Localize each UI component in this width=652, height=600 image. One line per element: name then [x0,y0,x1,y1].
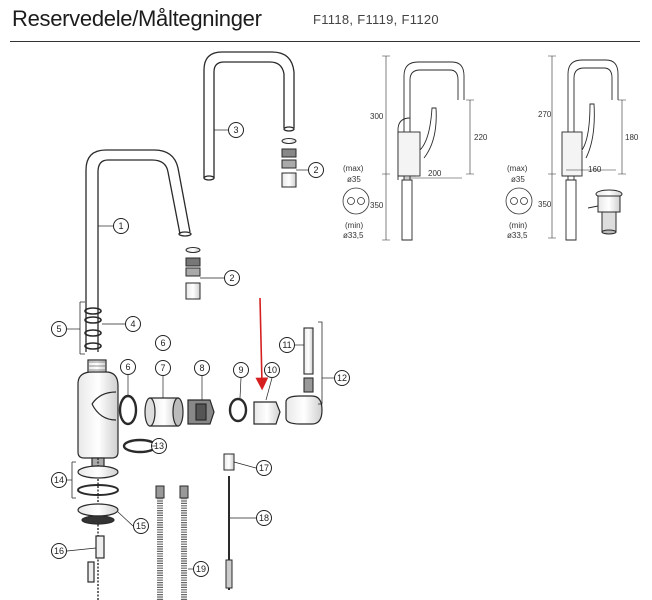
page-header: Reservedele/Måltegninger F1118, F1119, F… [0,0,652,44]
flexible-hoses [155,485,189,600]
svg-text:8: 8 [199,363,204,373]
cartridge-parts [118,394,323,427]
red-indicator-arrow [255,297,269,391]
svg-text:350: 350 [538,200,552,209]
svg-text:(min): (min) [509,221,528,230]
svg-text:350: 350 [370,201,384,210]
header-divider [10,41,640,42]
svg-text:11: 11 [282,340,291,350]
svg-text:15: 15 [136,521,146,531]
leader-lines [66,129,334,570]
hole-diagram-left [342,187,370,215]
model-numbers: F1118, F1119, F1120 [313,12,439,27]
svg-text:10: 10 [267,365,277,375]
aerator-upper [281,138,297,188]
svg-text:17: 17 [259,463,269,473]
drain-valve [587,189,623,235]
svg-text:ø33,5: ø33,5 [507,231,528,240]
svg-text:(max): (max) [343,164,364,173]
svg-text:200: 200 [428,169,442,178]
svg-text:ø33,5: ø33,5 [343,231,364,240]
svg-text:19: 19 [196,564,206,574]
handle-lever [303,321,323,405]
hole-diagram-right [505,187,533,215]
aerator-lower [185,247,201,300]
spout-large [203,51,295,181]
svg-text:ø35: ø35 [347,175,361,184]
dimension-drawing-left [382,55,474,241]
callout-labels: 1 2 3 2 4 5 6 6 7 8 9 10 11 12 13 14 15 … [51,122,350,577]
svg-text:5: 5 [56,324,61,334]
svg-text:ø35: ø35 [511,175,525,184]
svg-text:9: 9 [238,365,243,375]
svg-text:180: 180 [625,133,639,142]
svg-text:(min): (min) [345,221,364,230]
svg-text:7: 7 [160,363,165,373]
svg-text:220: 220 [474,133,488,142]
tap-body [77,359,119,473]
svg-text:270: 270 [538,110,552,119]
pop-up-rod [223,453,235,590]
svg-text:3: 3 [233,125,238,135]
spout-main [85,149,192,352]
svg-text:16: 16 [54,546,64,556]
o-ring-set [79,301,102,355]
svg-text:6: 6 [125,362,130,372]
svg-text:6: 6 [160,338,165,348]
svg-text:18: 18 [259,513,269,523]
page-title: Reservedele/Måltegninger [12,6,262,31]
svg-text:300: 300 [370,112,384,121]
dimension-drawing-right [548,55,626,241]
svg-text:14: 14 [54,475,64,485]
svg-text:4: 4 [130,319,135,329]
svg-text:1: 1 [118,221,123,231]
svg-text:13: 13 [154,441,164,451]
svg-text:2: 2 [229,273,234,283]
svg-text:12: 12 [337,373,347,383]
svg-text:(max): (max) [507,164,528,173]
svg-text:2: 2 [313,165,318,175]
svg-text:160: 160 [588,165,602,174]
mounting-kit [71,458,119,600]
